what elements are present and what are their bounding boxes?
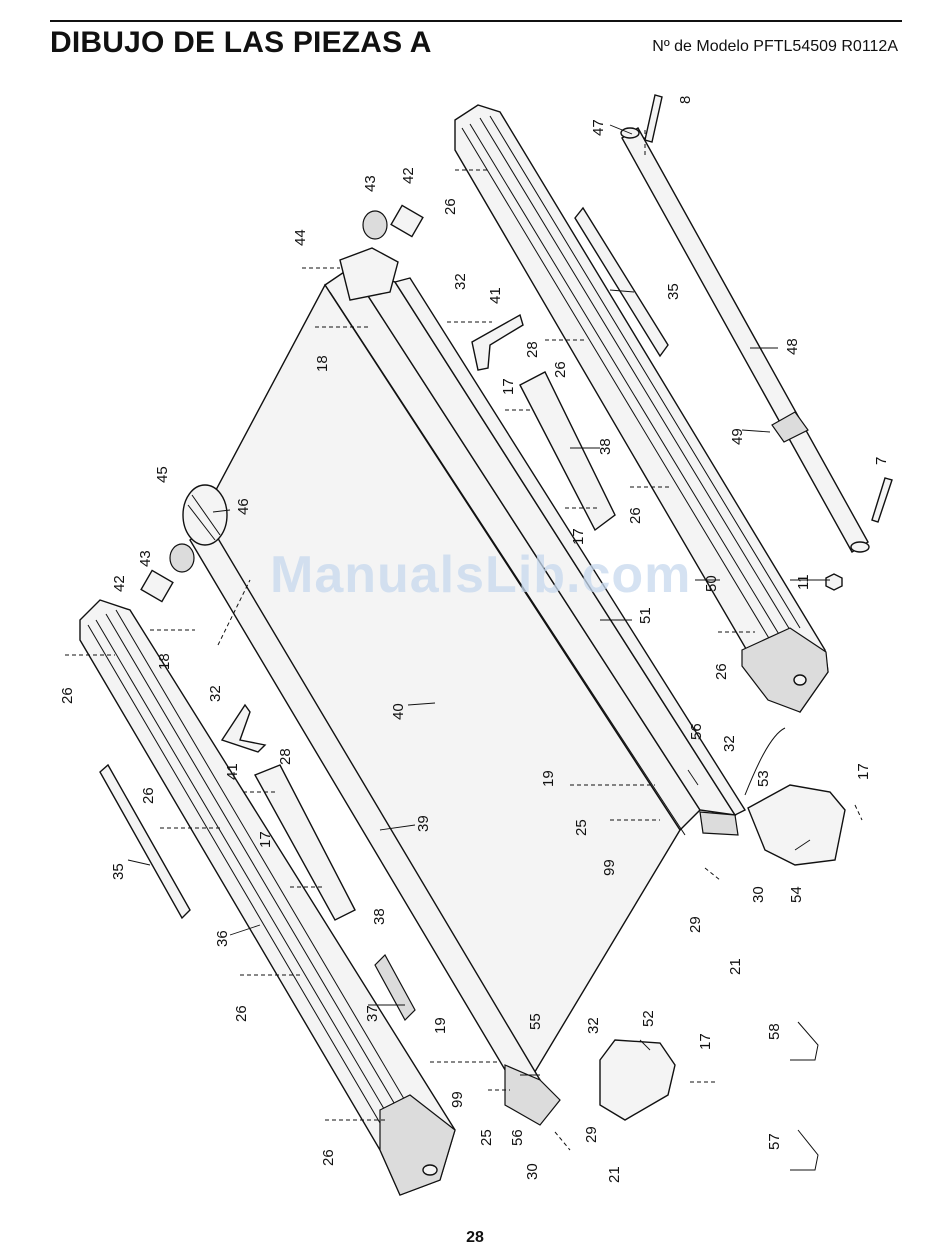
callout-52: 52 bbox=[640, 1010, 657, 1027]
callout-29: 29 bbox=[583, 1126, 600, 1143]
header-rule bbox=[50, 20, 902, 22]
callout-51: 51 bbox=[637, 607, 654, 624]
callout-41: 41 bbox=[487, 287, 504, 304]
callout-32: 32 bbox=[452, 273, 469, 290]
callout-7: 7 bbox=[873, 457, 890, 465]
bearing-43a bbox=[363, 211, 387, 239]
callout-17: 17 bbox=[257, 831, 274, 848]
hood-cover-52 bbox=[600, 1040, 675, 1120]
callout-42: 42 bbox=[400, 167, 417, 184]
callout-26: 26 bbox=[713, 663, 730, 680]
callout-26: 26 bbox=[233, 1005, 250, 1022]
callout-19: 19 bbox=[540, 770, 557, 787]
callout-17: 17 bbox=[697, 1033, 714, 1050]
callout-8: 8 bbox=[677, 96, 694, 104]
callout-26: 26 bbox=[442, 198, 459, 215]
bolt-7 bbox=[872, 478, 892, 522]
bracket-41a bbox=[472, 315, 523, 370]
front-roller bbox=[183, 485, 227, 545]
callout-21: 21 bbox=[727, 958, 744, 975]
callout-25: 25 bbox=[573, 819, 590, 836]
watermark: ManualsLib.com bbox=[270, 545, 691, 605]
callout-28: 28 bbox=[524, 341, 541, 358]
foot-58 bbox=[790, 1022, 818, 1060]
exploded-parts-diagram: 8 47 26 43 42 44 35 32 41 28 26 48 18 17… bbox=[0, 60, 950, 1220]
callout-11: 11 bbox=[795, 574, 812, 590]
callout-39: 39 bbox=[415, 815, 432, 832]
callout-57: 57 bbox=[766, 1133, 783, 1150]
callout-37: 37 bbox=[364, 1005, 381, 1022]
callout-26: 26 bbox=[552, 361, 569, 378]
callout-26: 26 bbox=[627, 507, 644, 524]
callout-40: 40 bbox=[390, 703, 407, 720]
callout-43: 43 bbox=[137, 550, 154, 567]
callout-28: 28 bbox=[277, 748, 294, 765]
bracket-42b bbox=[141, 570, 173, 601]
callout-35: 35 bbox=[665, 283, 682, 300]
callout-36: 36 bbox=[214, 930, 231, 947]
callout-50: 50 bbox=[703, 575, 720, 592]
callout-17: 17 bbox=[570, 528, 587, 545]
callout-32: 32 bbox=[585, 1017, 602, 1034]
callout-48: 48 bbox=[784, 338, 801, 355]
page-title: DIBUJO DE LAS PIEZAS A bbox=[50, 26, 432, 60]
page-number: 28 bbox=[0, 1229, 950, 1247]
callout-21: 21 bbox=[606, 1166, 623, 1183]
callout-19: 19 bbox=[432, 1017, 449, 1034]
hood-cover-54 bbox=[748, 785, 845, 865]
callout-32: 32 bbox=[721, 735, 738, 752]
roller-end-cap bbox=[340, 248, 398, 300]
callout-53: 53 bbox=[755, 770, 772, 787]
callout-42: 42 bbox=[111, 575, 128, 592]
callout-17: 17 bbox=[855, 763, 872, 780]
callout-47: 47 bbox=[590, 119, 607, 136]
callout-26: 26 bbox=[140, 787, 157, 804]
callout-45: 45 bbox=[154, 466, 171, 483]
callout-41: 41 bbox=[224, 763, 241, 780]
callout-44: 44 bbox=[292, 229, 309, 246]
callout-43: 43 bbox=[362, 175, 379, 192]
callout-32: 32 bbox=[207, 685, 224, 702]
bolt-8 bbox=[645, 95, 662, 142]
bearing-43b bbox=[170, 544, 194, 572]
callout-58: 58 bbox=[766, 1023, 783, 1040]
callout-99: 99 bbox=[449, 1091, 466, 1108]
callout-17: 17 bbox=[500, 378, 517, 395]
callout-30: 30 bbox=[750, 886, 767, 903]
callout-38: 38 bbox=[371, 908, 388, 925]
callout-29: 29 bbox=[687, 916, 704, 933]
nut-11 bbox=[826, 574, 842, 590]
decal-37 bbox=[375, 955, 415, 1020]
callout-26: 26 bbox=[59, 687, 76, 704]
callout-18: 18 bbox=[156, 653, 173, 670]
callout-38: 38 bbox=[597, 438, 614, 455]
callout-26: 26 bbox=[320, 1149, 337, 1166]
callout-30: 30 bbox=[524, 1163, 541, 1180]
foot-57 bbox=[790, 1130, 818, 1170]
callout-25: 25 bbox=[478, 1129, 495, 1146]
callout-49: 49 bbox=[729, 428, 746, 445]
callout-35: 35 bbox=[110, 863, 127, 880]
callout-18: 18 bbox=[314, 355, 331, 372]
bracket-41b bbox=[222, 705, 265, 752]
callout-56: 56 bbox=[509, 1129, 526, 1146]
bracket-42a bbox=[391, 205, 423, 236]
callout-99: 99 bbox=[601, 859, 618, 876]
callout-54: 54 bbox=[788, 886, 805, 903]
model-number: Nº de Modelo PFTL54509 R0112A bbox=[652, 38, 898, 56]
callout-56: 56 bbox=[688, 723, 705, 740]
callout-46: 46 bbox=[235, 498, 252, 515]
callout-55: 55 bbox=[527, 1013, 544, 1030]
